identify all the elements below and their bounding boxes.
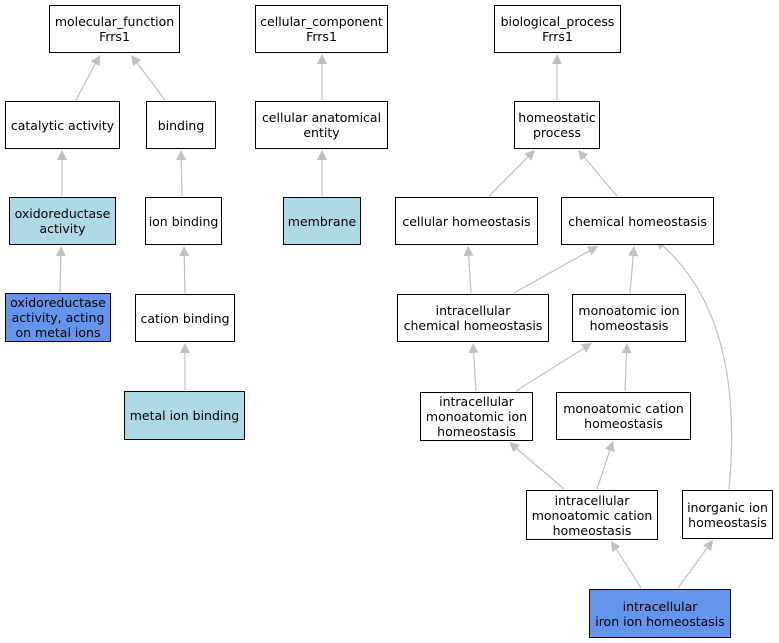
node-label: cellular homeostasis — [402, 213, 531, 229]
edge-intracellular-monoatomic-ion-to-intracellular-chemical — [468, 343, 479, 392]
node-label: activity, acting — [11, 310, 105, 325]
edge-monoatomic-ion-to-chemical — [628, 245, 639, 294]
node-intracellular-chemical-homeostasis[interactable]: intracellular chemical homeostasis — [397, 294, 549, 342]
edge-cation-binding-to-ion-binding — [179, 246, 190, 294]
node-label: homeostasis — [437, 424, 516, 439]
node-label: cation binding — [140, 310, 230, 326]
node-molecular-function[interactable]: molecular_function Frrs1 — [49, 5, 180, 53]
node-label: catalytic activity — [10, 117, 115, 133]
node-label: intracellular — [439, 394, 514, 409]
node-label: process — [532, 125, 582, 140]
edge-iron-to-inorganic-ion — [677, 540, 713, 589]
node-label: monoatomic ion — [578, 303, 680, 318]
node-membrane[interactable]: membrane — [283, 197, 361, 245]
node-label: chemical homeostasis — [403, 318, 543, 333]
node-label: chemical homeostasis — [568, 213, 707, 229]
node-label: homeostasis — [584, 416, 663, 431]
edge-binding-to-molecular-function — [131, 54, 166, 101]
edge-intracellular-monoatomic-ion-to-monoatomic-ion — [515, 343, 592, 392]
node-cellular-anatomical-entity[interactable]: cellular anatomical entity — [255, 101, 388, 149]
node-cellular-homeostasis[interactable]: cellular homeostasis — [395, 197, 538, 245]
node-label: homeostasis — [589, 318, 669, 333]
node-label: iron ion homeostasis — [595, 613, 725, 629]
edge-oxidoreductase-metal-to-oxidoreductase — [55, 245, 66, 293]
edge-catalytic-to-molecular-function — [75, 54, 101, 101]
node-catalytic-activity[interactable]: catalytic activity — [5, 101, 120, 149]
node-label: binding — [157, 117, 205, 133]
edge-iron-to-intracellular-cation — [611, 540, 642, 589]
edge-chemical-homeostasis-to-homeostatic — [578, 149, 618, 197]
edge-monoatomic-cation-to-monoatomic-ion — [621, 343, 632, 392]
edge-ion-binding-to-binding — [176, 149, 187, 197]
edge-intracellular-chemical-to-chemical — [513, 246, 599, 294]
edge-inorganic-ion-to-chemical — [655, 239, 733, 490]
edge-intracellular-chemical-to-cellular — [463, 245, 474, 294]
node-chemical-homeostasis[interactable]: chemical homeostasis — [561, 197, 714, 245]
node-homeostatic-process[interactable]: homeostatic process — [514, 101, 600, 149]
node-label: activity — [39, 221, 86, 236]
node-label: biological_process — [500, 14, 615, 29]
node-label: homeostatic — [518, 110, 596, 125]
node-label: Frrs1 — [542, 29, 573, 44]
node-label: membrane — [287, 213, 357, 229]
node-label: Frrs1 — [306, 29, 337, 44]
edge-intracellular-cation-to-intracellular-ion — [508, 441, 565, 490]
node-label: intracellular — [435, 303, 511, 318]
node-label: entity — [303, 125, 340, 140]
node-monoatomic-ion-homeostasis[interactable]: monoatomic ion homeostasis — [572, 294, 686, 342]
node-ion-binding[interactable]: ion binding — [145, 197, 222, 245]
node-label: oxidoreductase — [10, 295, 106, 310]
edge-cellular-homeostasis-to-homeostatic — [488, 149, 536, 197]
node-intracellular-monoatomic-ion-homeostasis[interactable]: intracellular monoatomic ion homeostasis — [420, 392, 533, 441]
node-label: homeostasis — [688, 514, 767, 530]
node-label: ion binding — [148, 213, 219, 229]
node-intracellular-monoatomic-cation-homeostasis[interactable]: intracellular monoatomic cation homeosta… — [526, 490, 658, 540]
node-label: molecular_function — [54, 14, 175, 29]
node-oxidoreductase-activity[interactable]: oxidoreductase activity — [9, 197, 116, 245]
node-label: inorganic ion — [687, 499, 768, 515]
node-label: oxidoreductase — [14, 206, 111, 221]
node-label: cellular anatomical — [261, 110, 382, 125]
node-binding[interactable]: binding — [146, 101, 216, 149]
node-label: Frrs1 — [99, 29, 130, 44]
node-intracellular-iron-ion-homeostasis[interactable]: intracellular iron ion homeostasis — [589, 589, 731, 638]
node-biological-process[interactable]: biological_process Frrs1 — [494, 5, 621, 53]
node-metal-ion-binding[interactable]: metal ion binding — [124, 391, 245, 440]
node-oxidoreductase-activity-metal-ions[interactable]: oxidoreductase activity, acting on metal… — [5, 293, 111, 342]
node-label: metal ion binding — [129, 408, 240, 423]
node-monoatomic-cation-homeostasis[interactable]: monoatomic cation homeostasis — [556, 392, 691, 440]
node-label: homeostasis — [552, 522, 632, 538]
node-label: monoatomic cation — [563, 401, 684, 416]
node-cation-binding[interactable]: cation binding — [135, 294, 235, 342]
node-label: on metal ions — [15, 325, 101, 340]
node-label: monoatomic cation — [531, 507, 653, 523]
node-label: intracellular — [554, 492, 630, 508]
node-cellular-component[interactable]: cellular_component Frrs1 — [255, 5, 388, 53]
node-label: intracellular — [622, 598, 698, 614]
node-inorganic-ion-homeostasis[interactable]: inorganic ion homeostasis — [682, 490, 773, 539]
node-label: monoatomic ion — [425, 409, 528, 424]
edge-intracellular-cation-to-monoatomic-cation — [596, 441, 615, 490]
node-label: cellular_component — [260, 14, 383, 29]
